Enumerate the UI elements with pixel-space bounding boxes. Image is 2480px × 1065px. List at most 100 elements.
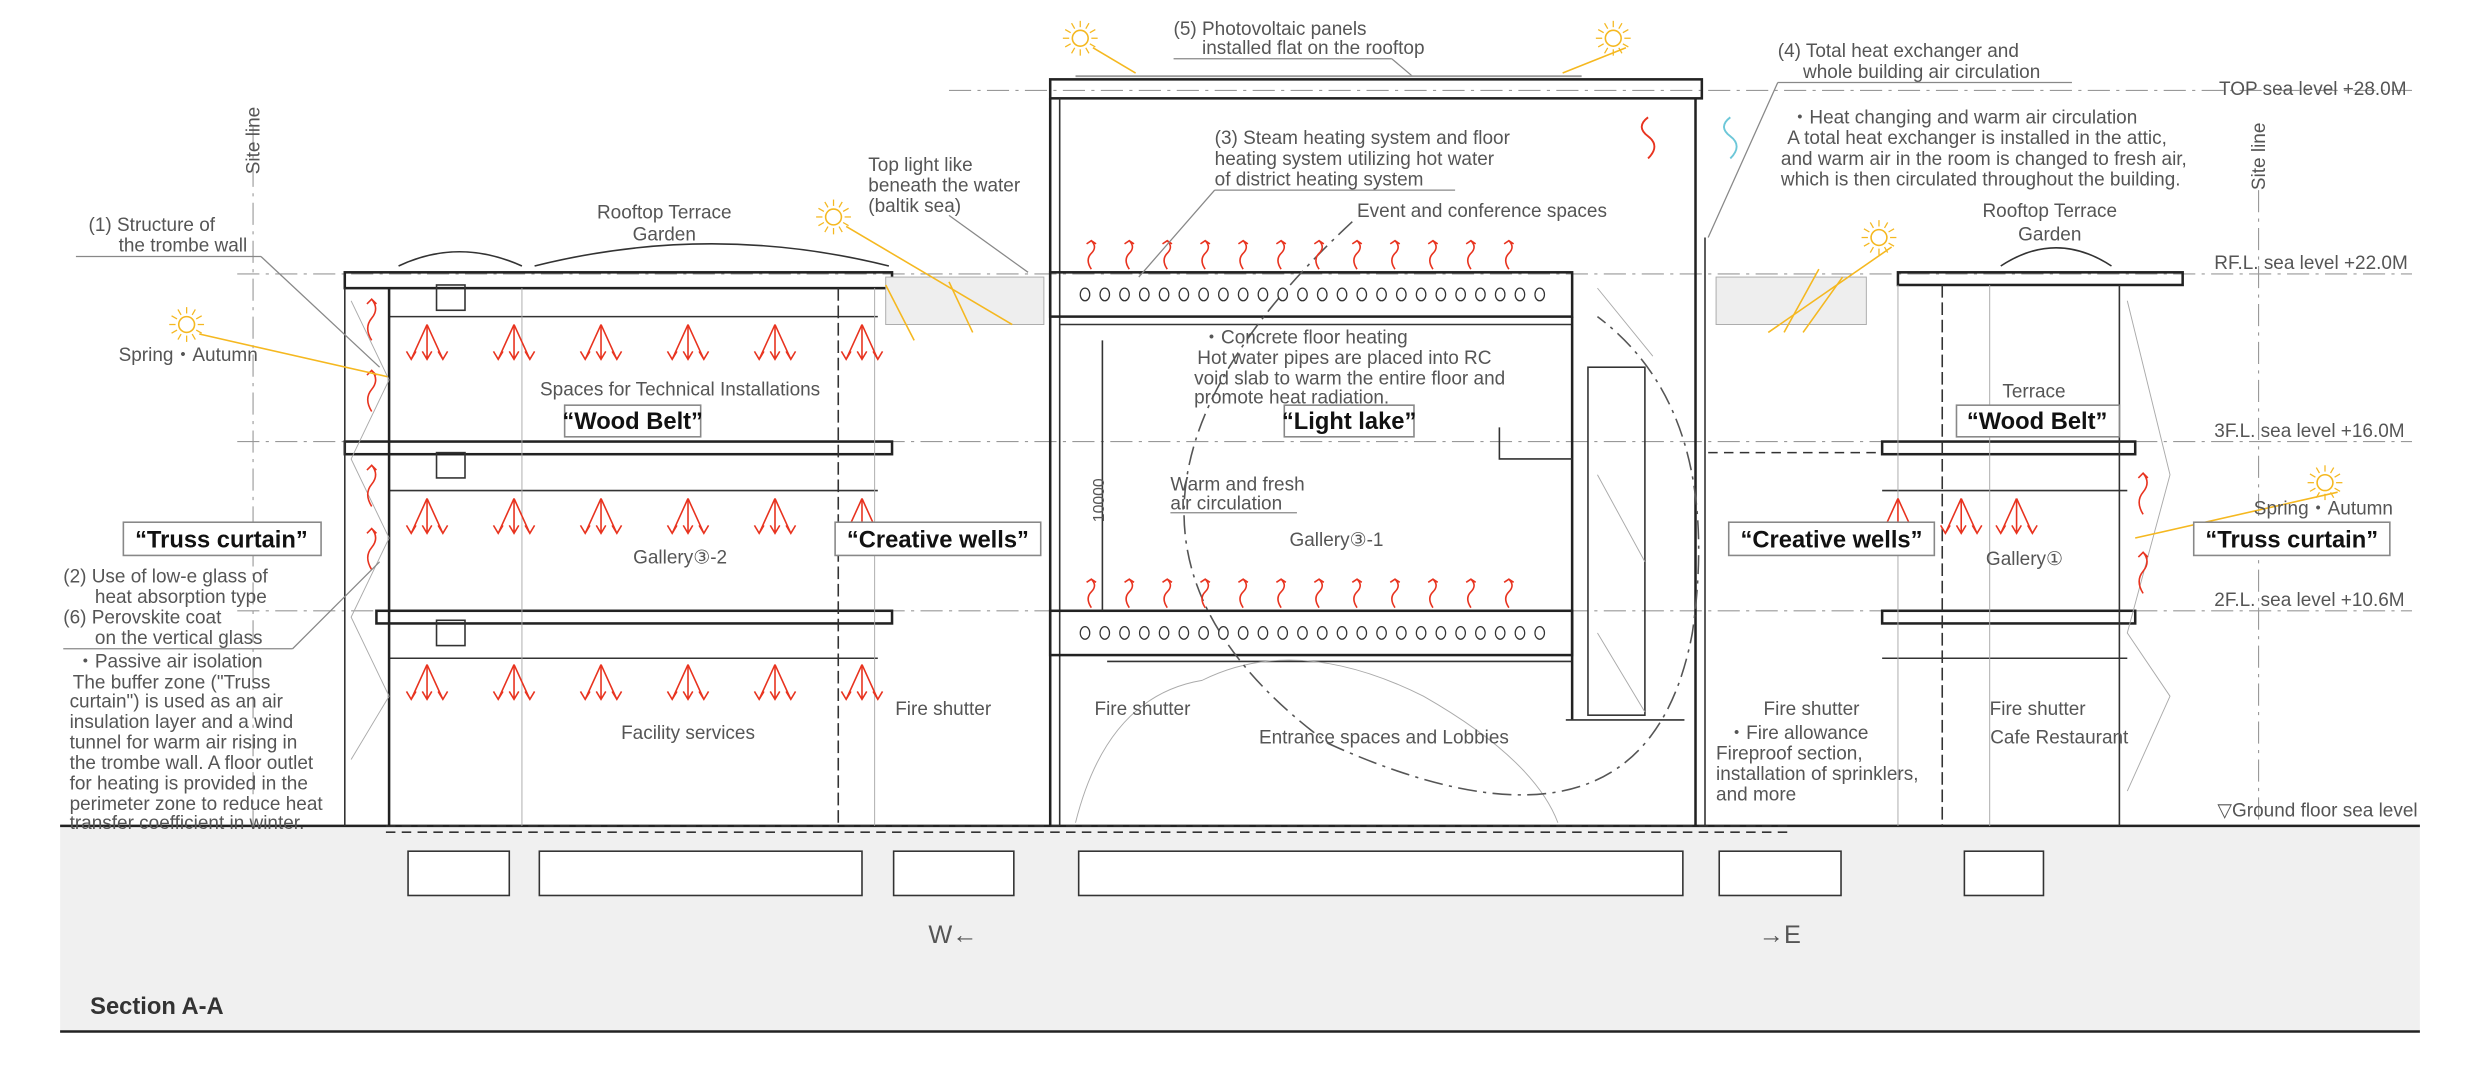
hot-water-pipe-icon (1514, 287, 1526, 302)
rising-heat-icon (1162, 578, 1173, 609)
concrete-note-line: Hot water pipes are placed into RC (1197, 348, 1491, 369)
heat-arrow-icon (426, 324, 449, 361)
sun-icon (824, 208, 843, 226)
entrance-label: Entrance spaces and Lobbies (1259, 728, 1509, 749)
hot-water-pipe-icon (1277, 625, 1289, 640)
heat-arrow-icon (687, 324, 710, 361)
heat-arrow-icon (600, 498, 623, 535)
heat-arrow-icon (513, 664, 536, 701)
hot-water-pipe-icon (1455, 287, 1467, 302)
season-left: Spring・Autumn (119, 345, 258, 366)
heat-arrow-icon (421, 664, 433, 701)
fire-allowance-note-line: installation of sprinklers, (1716, 764, 1918, 785)
rising-heat-icon (1237, 578, 1249, 609)
concrete-note: ・Concrete floor heating (1202, 327, 1408, 348)
rising-heat-icon (1465, 239, 1477, 270)
heat-arrow-icon (405, 664, 428, 701)
hot-water-pipe-icon (1079, 287, 1091, 302)
trombe-note: (1) Structure of (89, 215, 216, 236)
sun-ray-icon (1888, 242, 1895, 247)
fire-shutter-1: Fire shutter (895, 699, 991, 720)
heat-arrow-icon (2011, 498, 2023, 535)
heat-arrow-icon (856, 664, 868, 701)
sun-ray-icon (1622, 28, 1629, 34)
sun-ray-icon (177, 333, 182, 340)
sunlight-ray (1767, 246, 1893, 334)
heat-arrow-icon (2015, 498, 2038, 535)
hot-water-pipe-icon (1099, 287, 1111, 302)
hot-water-pipe-icon (1158, 287, 1170, 302)
heat-arrow-icon (682, 498, 694, 535)
heat-arrow-icon (682, 664, 694, 701)
sun-ray-icon (2329, 467, 2335, 474)
heat-arrow-icon (513, 324, 536, 361)
sun-icon (1604, 29, 1622, 47)
rising-heat-icon (1313, 239, 1325, 270)
sun-ray-icon (1869, 246, 1874, 253)
heat-arrow-icon (513, 498, 536, 535)
heat-arrow-icon (1939, 498, 1962, 535)
warm-fresh-note: Warm and fresh (1170, 475, 1304, 496)
sun-ray-icon (171, 315, 178, 320)
gallery-3-1-label: Gallery③-1 (1289, 530, 1383, 551)
passive-note-line: the trombe wall. A floor outlet (70, 753, 314, 774)
convection-icon (366, 527, 377, 571)
sun-ray-icon (1883, 246, 1889, 253)
west-building (343, 243, 894, 826)
heat-arrow-icon (861, 324, 884, 361)
heat-exchanger-note-line: whole building air circulation (1802, 62, 2040, 83)
hot-water-pipe-icon (1534, 625, 1546, 640)
sun-ray-icon (818, 221, 825, 227)
heat-arrow-icon (666, 324, 689, 361)
passive-note-line: curtain") is used as an air (70, 691, 283, 712)
heat-arrow-icon (1955, 498, 1967, 535)
heat-arrow-icon (508, 664, 520, 701)
hot-water-pipe-icon (1079, 625, 1091, 640)
rising-heat-icon (1124, 239, 1135, 270)
hot-water-pipe-icon (1514, 625, 1526, 640)
hot-water-pipe-icon (1297, 287, 1308, 302)
section-title: Section A-A (90, 994, 224, 1020)
sunlight-ray (2135, 491, 2338, 539)
season-right: Spring・Autumn (2254, 498, 2393, 519)
rooftop-right-line: Garden (2018, 225, 2081, 246)
sun-ray-icon (1622, 43, 1629, 48)
sun-ray-icon (1597, 28, 1604, 34)
sun-ray-icon (842, 221, 849, 227)
heat-arrow-icon (666, 498, 689, 535)
fire-allowance-note: ・Fire allowance (1727, 723, 1868, 744)
sun-ray-icon (1863, 228, 1870, 233)
sun-ray-icon (1071, 22, 1076, 29)
heat-arrow-icon (1960, 498, 1983, 535)
passive-note-line: insulation layer and a wind (70, 712, 294, 733)
cafe-label: Cafe Restaurant (1990, 728, 2129, 749)
sunlight-ray (1783, 268, 1820, 333)
convection-icon (366, 298, 377, 341)
sun-ray-icon (1064, 28, 1071, 34)
sun-ray-icon (824, 201, 829, 208)
heat-arrow-icon (508, 324, 520, 361)
heat-changing-note-line: A total heat exchanger is installed in t… (1787, 128, 2167, 149)
hot-water-pipe-icon (1415, 287, 1427, 302)
top-light-note-line: beneath the water (868, 176, 1020, 197)
passive-note-line: perimeter zone to reduce heat (70, 794, 324, 815)
hot-water-pipe-icon (1336, 287, 1348, 302)
hot-water-pipe-icon (1395, 287, 1407, 302)
hot-water-pipe-icon (1494, 287, 1506, 302)
sun-ray-icon (2334, 473, 2341, 478)
rising-heat-icon (1313, 578, 1325, 609)
hot-water-pipe-icon (1237, 625, 1249, 640)
hot-water-pipe-icon (1257, 625, 1269, 640)
hot-water-pipe-icon (1376, 287, 1387, 302)
heat-changing-note: ・Heat changing and warm air circulation (1790, 108, 2137, 129)
hot-water-pipe-icon (1297, 625, 1308, 640)
sun-ray-icon (1888, 228, 1895, 233)
sunlight-ray (948, 281, 974, 333)
sun-ray-icon (1089, 28, 1096, 34)
dimension-label: 10000 (1091, 478, 1108, 522)
rising-heat-icon (1351, 239, 1363, 270)
rising-heat-icon (1237, 239, 1249, 270)
heat-exchanger-note: (4) Total heat exchanger and (1778, 41, 2019, 62)
rising-heat-icon (1389, 578, 1401, 609)
steam-note-line: heating system utilizing hot water (1215, 149, 1494, 170)
